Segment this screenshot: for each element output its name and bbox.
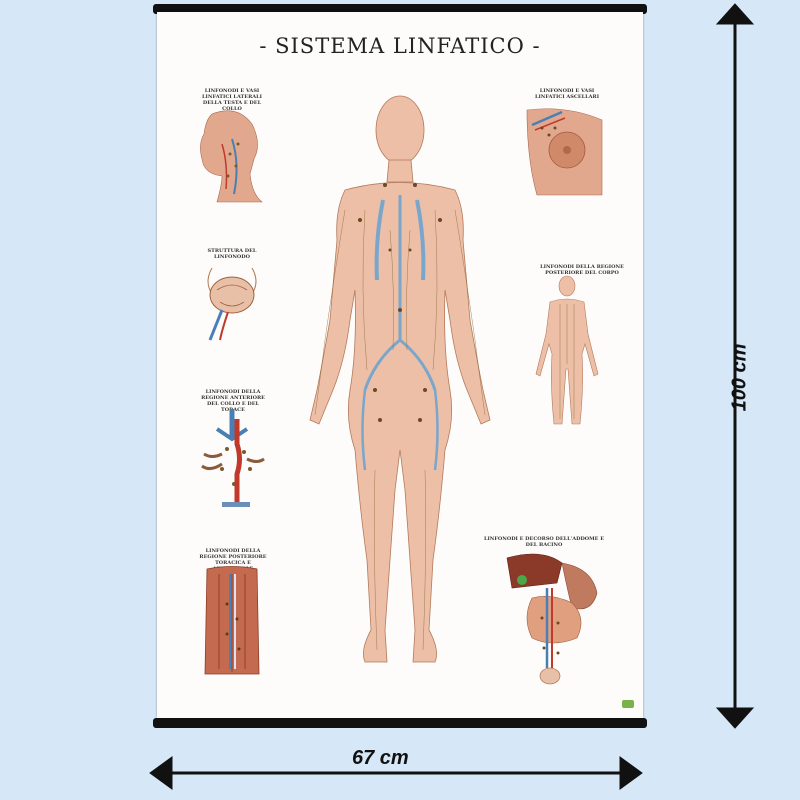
width-arrow [149,756,643,790]
posterior-abdomen-illustration [204,566,260,675]
axillary-illustration [526,108,603,196]
anterior-thorax-illustration [201,409,265,507]
full-body-lymphatic-figure [309,95,491,663]
publisher-logo [622,700,634,708]
abdomen-pelvis-illustration [506,553,598,685]
height-dimension-label: 100 cm [728,343,751,412]
poster-title: - SISTEMA LINFATICO - [259,34,541,58]
anatomy-poster: - SISTEMA LINFATICO - LINFONODI E VASI L… [157,12,643,718]
panel-title-structure: STRUTTURA DEL LINFONODO [207,248,257,260]
panel-title-axillary: LINFONODI E VASI LINFATICI ASCELLARI [534,88,600,100]
top-hanging-rod [153,4,647,14]
posterior-body-illustration [535,275,599,425]
height-arrow [715,3,755,729]
head-neck-illustration [200,110,263,203]
lymph-node-structure-illustration [207,267,257,341]
panel-title-head-neck: LINFONODI E VASI LINFATICI LATERALI DELL… [202,88,262,112]
panel-title-posterior-body: LINFONODI DELLA REGIONE POSTERIORE DEL C… [540,264,624,276]
width-dimension-label: 67 cm [352,747,409,769]
bottom-hanging-rod [153,718,647,728]
panel-title-abdomen-pelvis: LINFONODI E DECORSO DELL'ADDOME E DEL BA… [483,536,605,548]
